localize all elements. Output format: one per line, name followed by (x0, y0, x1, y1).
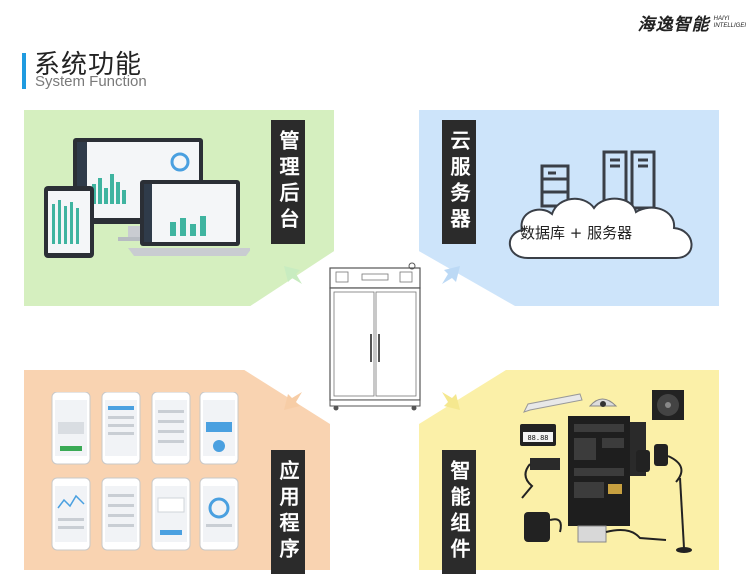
cloud-caption: 数据库 + 服务器 (520, 224, 633, 242)
antenna-icon (679, 477, 685, 549)
arrow-from-app-icon (284, 392, 302, 410)
phone-screens (51, 392, 239, 551)
fridge-illustration (329, 262, 421, 411)
app-screens-illustration (51, 392, 239, 551)
cloud-server-illustration (508, 150, 693, 259)
arrow-from-cloud-icon (442, 266, 460, 284)
database-icon (540, 164, 570, 208)
components-label: 智能组件 (442, 450, 476, 574)
company-logo: 海逸智能 HAIYI INTELLIGEI (638, 10, 746, 35)
cloud-label: 云服务器 (442, 120, 476, 244)
logo-en-line2: INTELLIGEI (713, 22, 746, 29)
arrow-from-admin-icon (284, 266, 302, 284)
lock-icon (524, 512, 550, 542)
components-illustration: 88.88 (520, 390, 692, 553)
page-subtitle: System Function (35, 73, 147, 90)
speaker-icon (636, 450, 650, 472)
logo-en-line1: HAIYI (713, 15, 730, 22)
page-title: 系统功能 (34, 50, 143, 80)
app-label: 应用程序 (271, 450, 305, 574)
title-accent-bar (22, 53, 26, 89)
arrow-from-components-icon (442, 392, 460, 410)
logo-text-en: HAIYI INTELLIGEI (714, 16, 746, 30)
power-adapter (530, 458, 560, 470)
usb-module (577, 525, 607, 543)
led-value: 88.88 (527, 434, 548, 442)
admin-devices-illustration (44, 138, 250, 258)
logo-text-cn: 海逸智能 (637, 15, 710, 35)
admin-label: 管理后台 (271, 120, 305, 244)
